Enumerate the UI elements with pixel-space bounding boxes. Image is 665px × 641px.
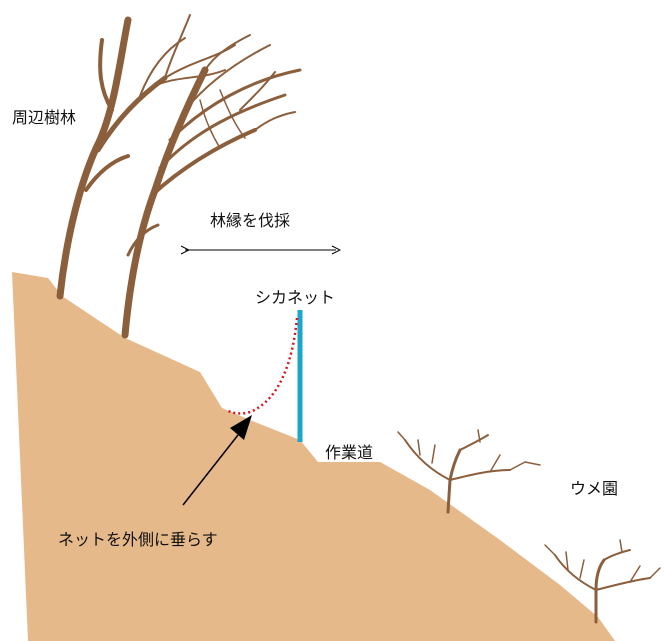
arrow-up-right-icon (182, 434, 239, 506)
hanging-net-dotted (225, 317, 299, 415)
hillside-ground (12, 272, 615, 641)
label-plum-orchard: ウメ園 (570, 479, 618, 498)
label-work-road: 作業道 (325, 443, 373, 462)
label-surrounding-forest: 周辺樹林 (12, 108, 76, 127)
label-net-instruction: ネットを外側に垂らす (58, 530, 218, 549)
pointer-arrowhead (230, 415, 252, 440)
surrounding-forest-trees (56, 14, 302, 339)
label-deer-net: シカネット (255, 288, 335, 307)
plum-tree-lower (544, 539, 661, 624)
plum-tree-upper (397, 429, 541, 514)
label-forest-edge-cutting: 林縁を伐採 (210, 211, 290, 230)
